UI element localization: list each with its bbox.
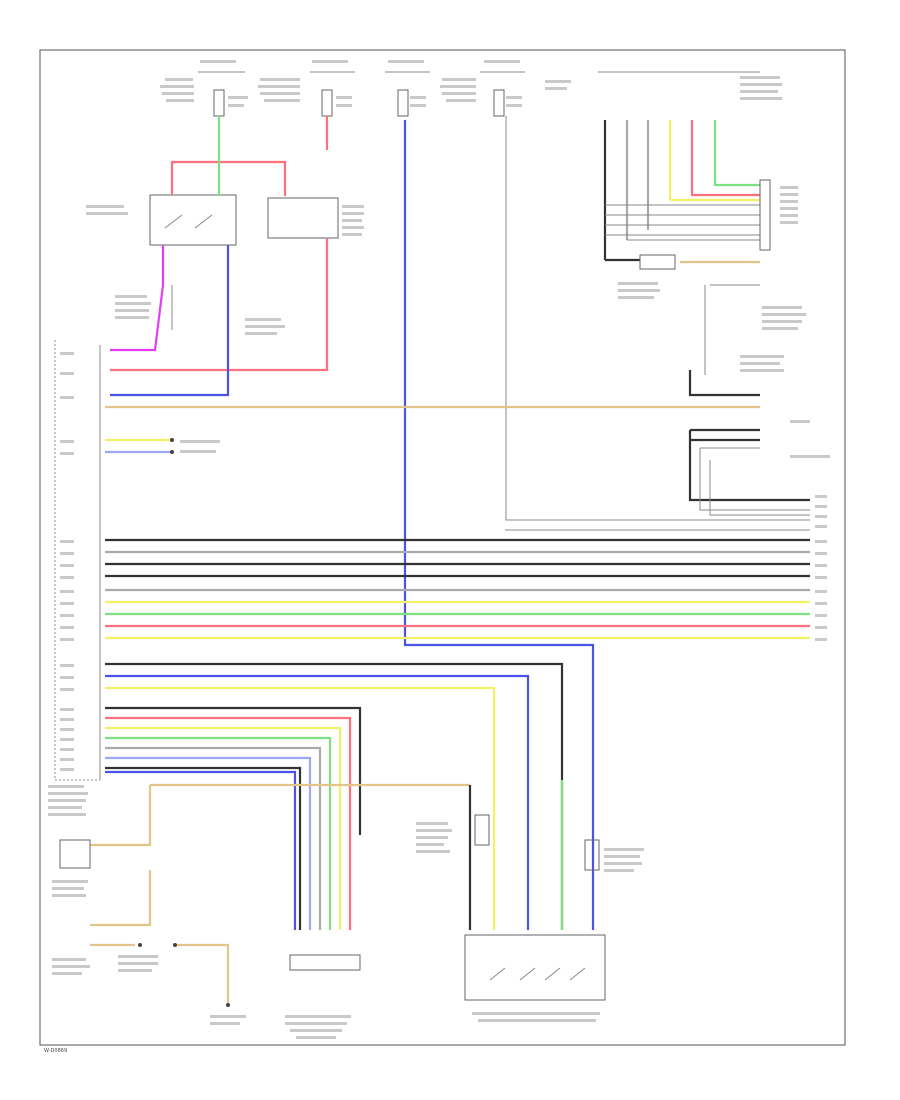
top-wires (110, 116, 810, 930)
ecu-connector (48, 340, 760, 816)
right-middle-connector (688, 420, 830, 516)
lower-wires (90, 662, 564, 930)
switch-relay-area (86, 194, 364, 335)
right-upper-connector (603, 120, 806, 397)
footer-code: W-D0869 (44, 1048, 67, 1054)
top-fuse-area (160, 60, 782, 117)
shift-sensor-connector (285, 954, 361, 1039)
transmission-shift-switch (416, 814, 644, 1022)
lower-left-components (52, 839, 246, 1025)
horizontal-bus (105, 495, 827, 641)
diagram-frame (39, 49, 846, 1046)
